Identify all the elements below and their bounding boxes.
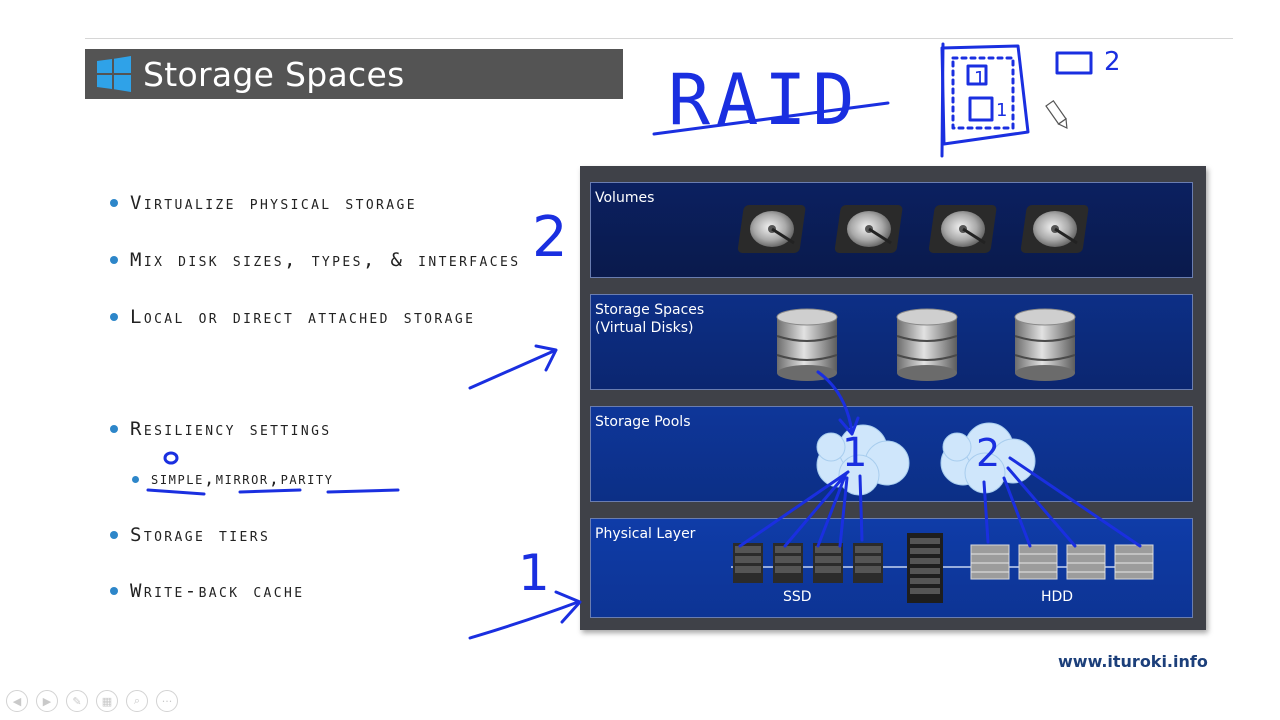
bullet-text: Storage tiers xyxy=(130,524,271,546)
slide-title: Storage Spaces xyxy=(143,54,405,94)
volume-disks xyxy=(737,205,1089,253)
storage-pool-clouds xyxy=(816,422,1036,496)
slide-title-bar: Storage Spaces xyxy=(85,49,623,99)
sub-bullet-separator: , xyxy=(268,469,281,489)
slides-icon[interactable]: ▦ xyxy=(96,690,118,712)
layer-storage-spaces: Storage Spaces (Virtual Disks) xyxy=(590,294,1193,390)
bullet-text: Resiliency settings xyxy=(130,418,332,440)
slideshow-navigation: ◀ ▶ ✎ ▦ ⌕ ··· xyxy=(6,690,178,712)
bullet-dot-icon xyxy=(110,425,118,433)
pen-cursor-icon xyxy=(1045,100,1068,129)
bullet-item: Write-back cache xyxy=(110,580,304,602)
cloud-icon xyxy=(816,424,910,496)
windows-logo-icon xyxy=(97,56,131,92)
bullet-dot-icon xyxy=(110,256,118,264)
database-icon xyxy=(896,308,958,381)
ink-underline-raid xyxy=(652,101,890,136)
virtual-disk-stacks xyxy=(776,308,1076,381)
bullet-text: Write-back cache xyxy=(130,580,305,602)
hdd-label: HDD xyxy=(1041,589,1074,605)
footer-url: www.ituroki.info xyxy=(1058,652,1208,671)
layer-storage-pools: Storage Pools xyxy=(590,406,1193,502)
ssd-label: SSD xyxy=(783,589,812,605)
bullet-item: Mix disk sizes, types, & interfaces xyxy=(110,249,520,271)
ink-label-one: 1 xyxy=(996,100,1007,121)
database-icon xyxy=(776,308,838,381)
ink-raid-text: RAID xyxy=(668,59,861,141)
hard-drive-icon xyxy=(928,205,997,253)
ink-box xyxy=(940,44,1030,146)
storage-diagram: Volumes xyxy=(580,166,1206,630)
ink-square xyxy=(1055,51,1093,75)
bullet-item: Virtualize physical storage xyxy=(110,192,417,214)
ink-dotted-box xyxy=(951,56,1015,130)
hard-drive-icon xyxy=(737,205,806,253)
layer-spaces-label: Storage Spaces (Virtual Disks) xyxy=(595,301,704,337)
bullet-dot-icon xyxy=(110,587,118,595)
sub-bullet-item: simple , mirror , parity xyxy=(132,469,334,489)
hdd-icon xyxy=(970,544,1010,580)
layer-physical: Physical Layer xyxy=(590,518,1193,618)
bullet-text: Virtualize physical storage xyxy=(130,192,417,214)
bullet-dot-icon xyxy=(110,313,118,321)
zoom-icon[interactable]: ⌕ xyxy=(126,690,148,712)
bullet-item: Resiliency settings xyxy=(110,418,332,440)
prev-icon[interactable]: ◀ xyxy=(6,690,28,712)
hdd-icon xyxy=(1018,544,1058,580)
cloud-icon xyxy=(940,422,1036,494)
ssd-icon xyxy=(853,543,883,583)
bullet-dot-icon xyxy=(110,199,118,207)
bullet-dot-icon xyxy=(132,475,139,483)
ink-box-edge xyxy=(940,42,945,158)
physical-devices xyxy=(731,533,1154,603)
hdd-icon xyxy=(1114,544,1154,580)
server-rack-icon xyxy=(907,533,943,603)
layer-volumes: Volumes xyxy=(590,182,1193,278)
sub-bullet-separator: , xyxy=(203,469,216,489)
bullet-item: Storage tiers xyxy=(110,524,270,546)
bullet-text: Local or direct attached storage xyxy=(130,306,476,328)
ssd-icon xyxy=(733,543,763,583)
hard-drive-icon xyxy=(1020,205,1089,253)
layer-pools-label: Storage Pools xyxy=(595,414,691,430)
layer-spaces-title: Storage Spaces xyxy=(595,302,705,318)
hard-drive-icon xyxy=(834,205,903,253)
ssd-icon xyxy=(813,543,843,583)
ink-label-two: 2 xyxy=(1104,47,1121,77)
bullet-dot-icon xyxy=(110,531,118,539)
ink-square xyxy=(966,64,988,86)
ink-label-one: 1 xyxy=(974,68,985,89)
more-icon[interactable]: ··· xyxy=(156,690,178,712)
layer-physical-label: Physical Layer xyxy=(595,526,696,542)
bullet-text: Mix disk sizes, types, & interfaces xyxy=(130,249,521,271)
ink-square xyxy=(968,96,994,122)
sub-bullet-mirror: mirror xyxy=(215,469,269,489)
bullet-item: Local or direct attached storage xyxy=(110,306,475,328)
sub-bullet-parity: parity xyxy=(280,469,334,489)
next-icon[interactable]: ▶ xyxy=(36,690,58,712)
pen-icon[interactable]: ✎ xyxy=(66,690,88,712)
bullet-list: Virtualize physical storage Mix disk siz… xyxy=(110,0,580,720)
database-icon xyxy=(1014,308,1076,381)
hdd-icon xyxy=(1066,544,1106,580)
layer-volumes-label: Volumes xyxy=(595,190,655,206)
layer-spaces-subtitle: (Virtual Disks) xyxy=(595,320,694,336)
sub-bullet-simple: simple xyxy=(151,469,204,489)
top-divider xyxy=(85,38,1233,39)
ssd-icon xyxy=(773,543,803,583)
